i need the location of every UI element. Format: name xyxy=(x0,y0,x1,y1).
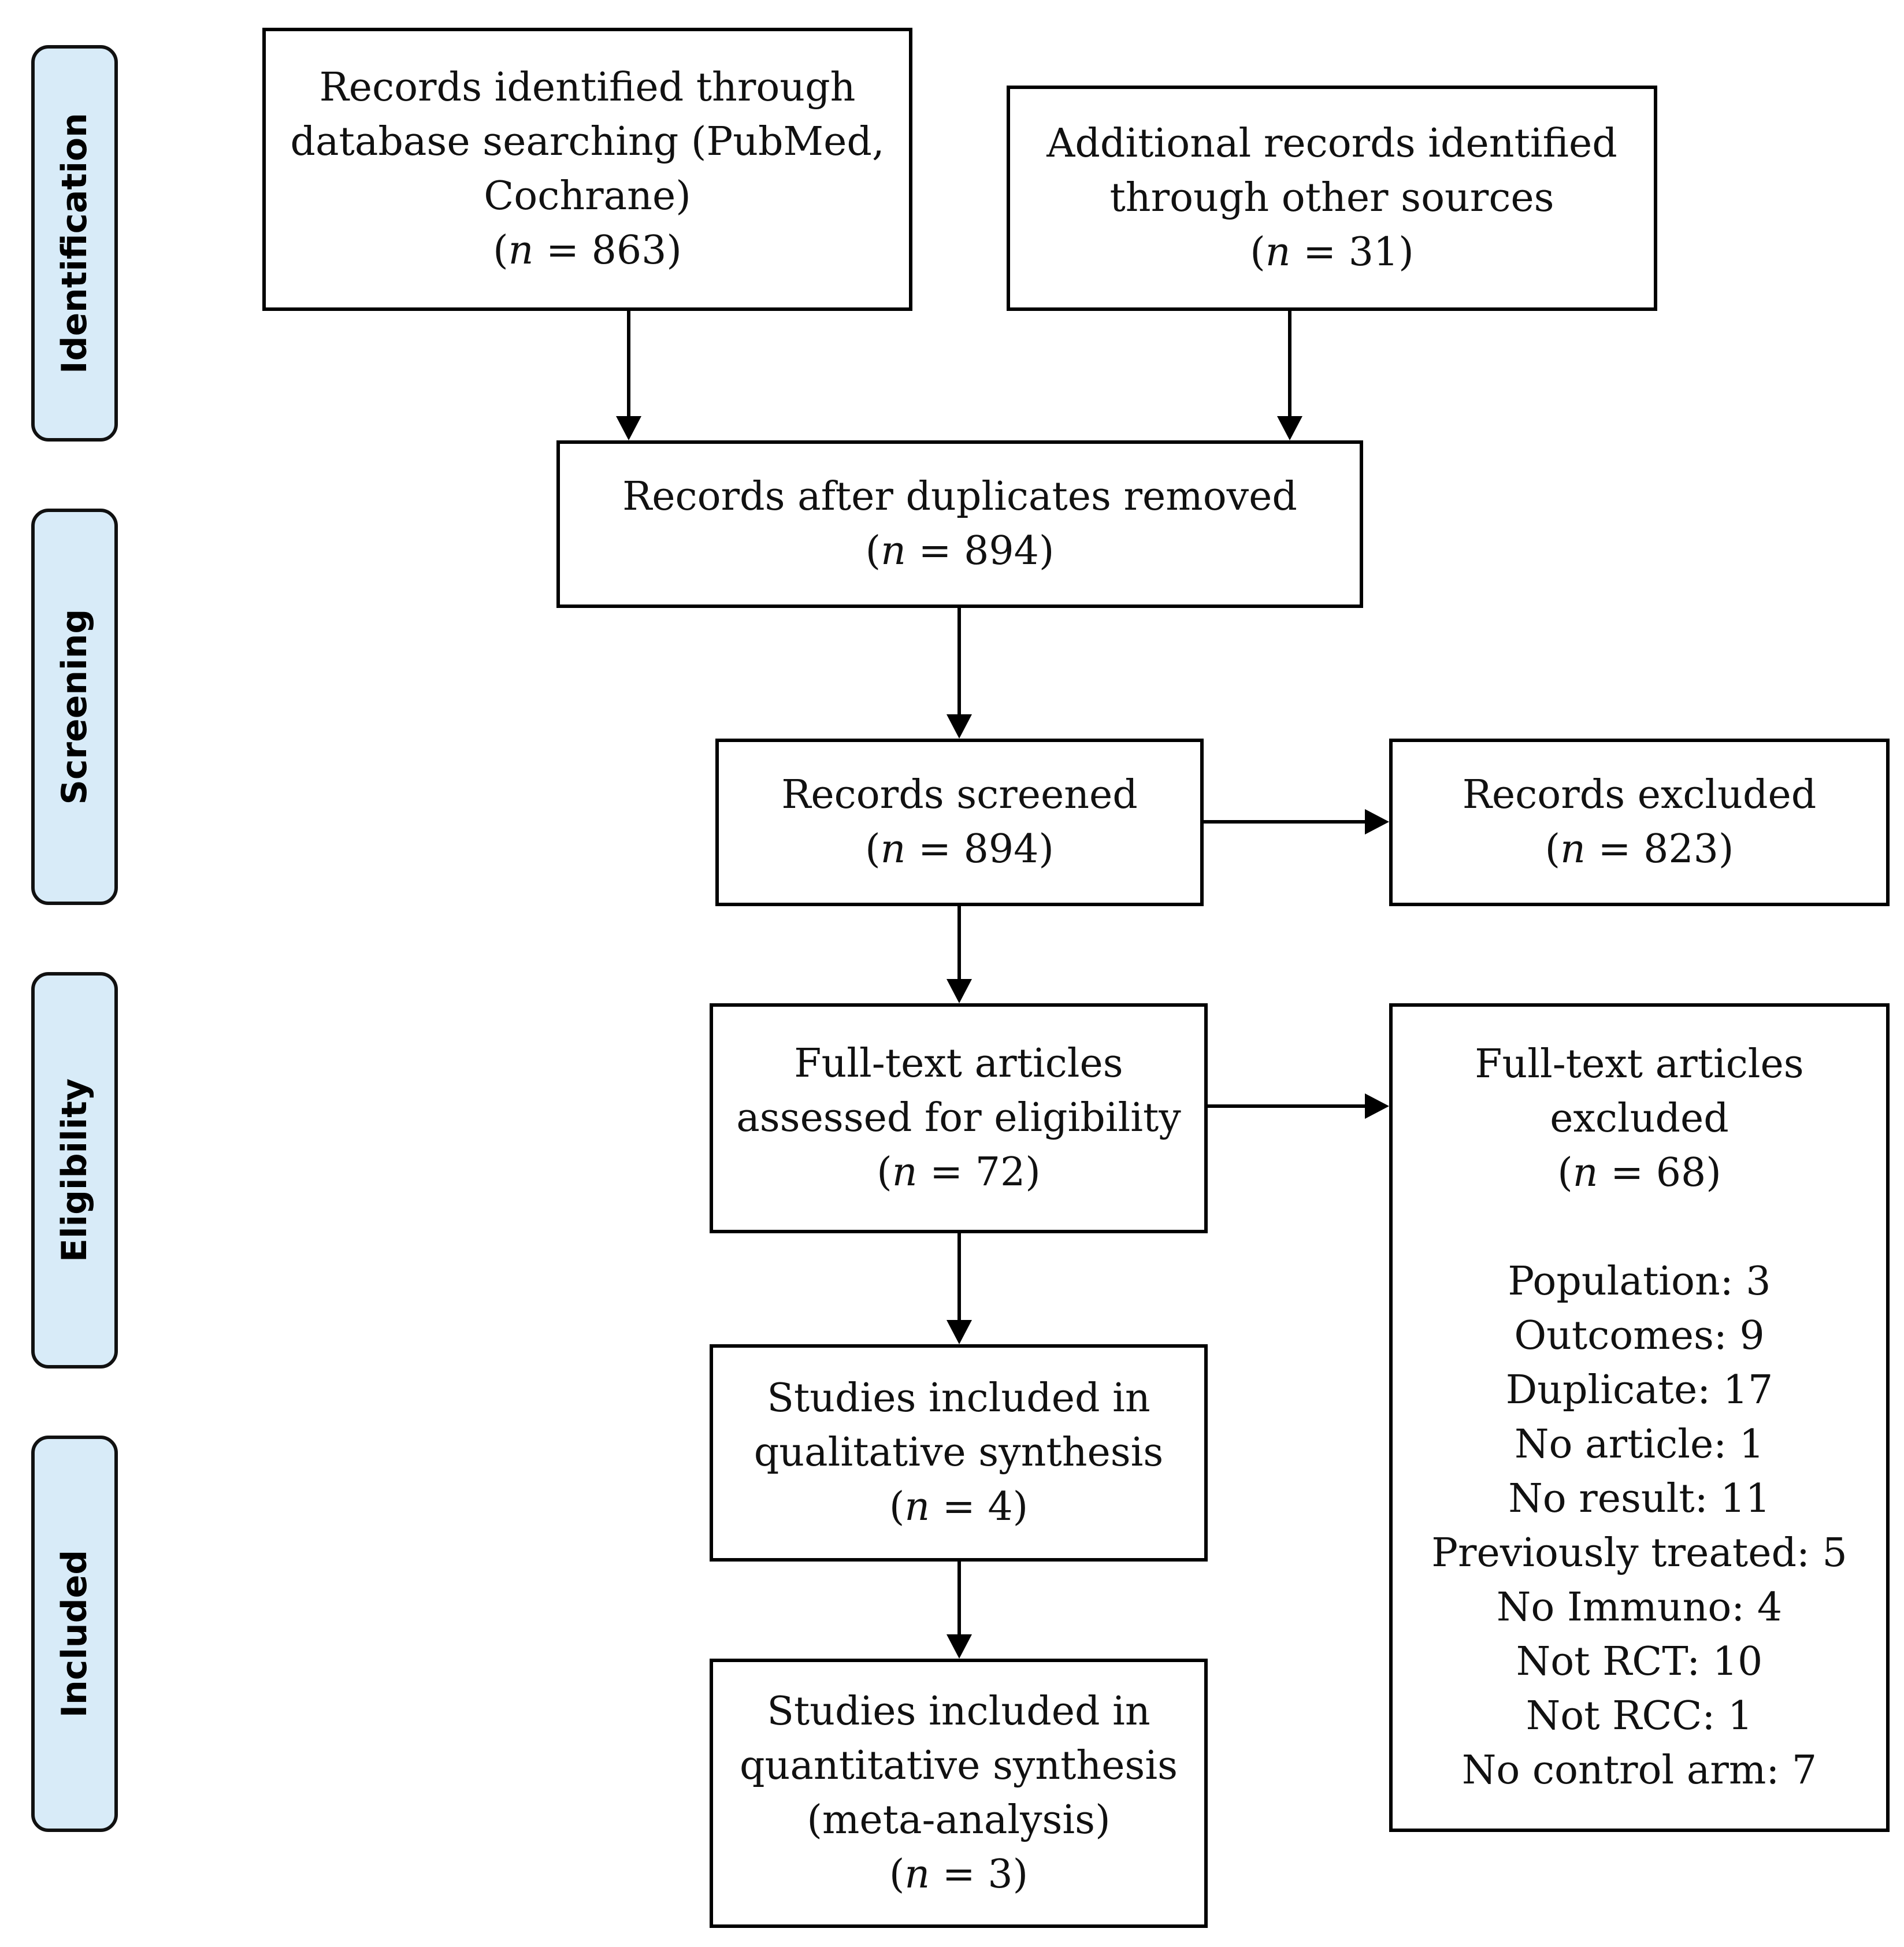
count-value: = 894 xyxy=(918,826,1039,872)
arrow-duplicates-to-screened xyxy=(947,608,972,739)
count-value: = 68 xyxy=(1610,1150,1706,1196)
box-text-line: (meta-analysis) xyxy=(807,1797,1111,1843)
phase-screening: Screening xyxy=(31,509,118,905)
box-count: (n = 68) xyxy=(1557,1150,1721,1196)
box-records-screened: Records screened (n = 894) xyxy=(715,739,1204,906)
box-text-line: Cochrane) xyxy=(484,173,691,219)
box-records-excluded: Records excluded (n = 823) xyxy=(1389,739,1890,906)
arrow-fulltext-to-qualitative xyxy=(947,1233,972,1344)
box-count: (n = 894) xyxy=(865,826,1054,872)
box-after-duplicates: Records after duplicates removed (n = 89… xyxy=(556,440,1363,608)
box-text-line: quantitative synthesis xyxy=(740,1743,1178,1789)
box-count: (n = 823) xyxy=(1545,826,1734,872)
box-count: (n = 31) xyxy=(1250,229,1414,275)
phase-identification: Identification xyxy=(31,45,118,442)
box-count: (n = 3) xyxy=(889,1852,1029,1897)
exclusion-reason: Not RCC: 1 xyxy=(1526,1693,1753,1739)
count-value: = 4 xyxy=(942,1484,1013,1530)
exclusion-reason: No article: 1 xyxy=(1514,1422,1765,1467)
box-count: (n = 72) xyxy=(877,1149,1041,1195)
exclusion-reason: No result: 11 xyxy=(1508,1476,1771,1522)
exclusion-reason: Not RCT: 10 xyxy=(1516,1639,1763,1685)
exclusion-reason: No Immuno: 4 xyxy=(1496,1585,1783,1630)
exclusion-reason: No control arm: 7 xyxy=(1461,1748,1817,1793)
arrow-database-to-duplicates xyxy=(616,311,641,440)
exclusion-reason: Previously treated: 5 xyxy=(1431,1530,1847,1576)
phase-included: Included xyxy=(31,1436,118,1832)
count-value: = 823 xyxy=(1598,826,1719,872)
box-text-line: Studies included in xyxy=(767,1375,1150,1421)
box-text-line: Additional records identified xyxy=(1046,121,1617,166)
exclusion-reason: Duplicate: 17 xyxy=(1505,1367,1773,1413)
box-text-line: database searching (PubMed, xyxy=(290,119,885,165)
exclusion-reason: Outcomes: 9 xyxy=(1514,1313,1765,1359)
box-fulltext-assessed: Full-text articles assessed for eligibil… xyxy=(710,1003,1208,1233)
exclusion-reason: Population: 3 xyxy=(1508,1259,1771,1304)
box-text-line: Records excluded xyxy=(1462,772,1817,818)
n-symbol: n xyxy=(892,1149,918,1195)
n-symbol: n xyxy=(1265,229,1291,275)
arrow-other-to-duplicates xyxy=(1277,311,1302,440)
box-text-line: Full-text articles xyxy=(794,1041,1123,1086)
n-symbol: n xyxy=(880,826,906,872)
box-text-line: through other sources xyxy=(1109,175,1554,221)
n-symbol: n xyxy=(1560,826,1586,872)
count-value: = 72 xyxy=(930,1149,1026,1195)
box-quantitative-synthesis: Studies included in quantitative synthes… xyxy=(710,1659,1208,1928)
box-text-line: Records screened xyxy=(781,772,1138,818)
count-value: = 31 xyxy=(1303,229,1399,275)
phase-eligibility: Eligibility xyxy=(31,972,118,1369)
box-text-line: assessed for eligibility xyxy=(736,1095,1181,1141)
box-qualitative-synthesis: Studies included in qualitative synthesi… xyxy=(710,1344,1208,1562)
box-text-line: Studies included in xyxy=(767,1689,1150,1734)
box-count: (n = 863) xyxy=(493,228,682,273)
box-database-search: Records identified through database sear… xyxy=(262,28,912,311)
n-symbol: n xyxy=(1572,1150,1598,1196)
box-other-sources: Additional records identified through ot… xyxy=(1007,86,1657,311)
box-fulltext-excluded: Full-text articles excluded (n = 68) Pop… xyxy=(1389,1003,1890,1832)
box-text-line: excluded xyxy=(1550,1096,1729,1141)
count-value: = 863 xyxy=(546,228,667,273)
n-symbol: n xyxy=(904,1484,930,1530)
arrow-screened-to-fulltext xyxy=(947,906,972,1003)
count-value: = 3 xyxy=(942,1852,1013,1897)
n-symbol: n xyxy=(904,1852,930,1897)
box-text-line: qualitative synthesis xyxy=(754,1430,1164,1475)
box-count: (n = 4) xyxy=(889,1484,1029,1530)
box-text-line: Records identified through xyxy=(319,65,856,110)
n-symbol: n xyxy=(881,528,906,574)
n-symbol: n xyxy=(508,228,534,273)
arrow-fulltext-to-excluded xyxy=(1208,1093,1389,1119)
box-count: (n = 894) xyxy=(865,528,1055,574)
arrow-qualitative-to-quantitative xyxy=(947,1562,972,1659)
arrow-screened-to-excluded xyxy=(1204,809,1389,835)
box-text-line: Records after duplicates removed xyxy=(622,474,1297,520)
box-text-line: Full-text articles xyxy=(1475,1041,1804,1087)
count-value: = 894 xyxy=(918,528,1039,574)
